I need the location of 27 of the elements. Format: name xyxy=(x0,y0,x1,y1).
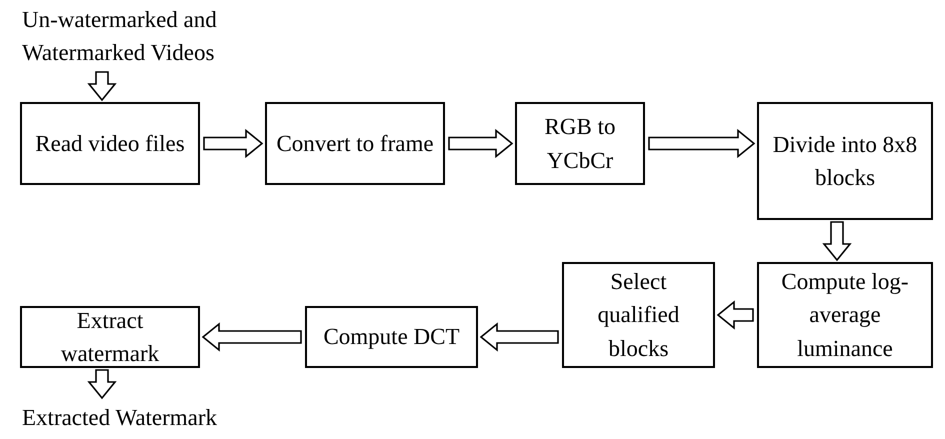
step-label: Read video files xyxy=(35,130,185,158)
block-arrow xyxy=(822,221,852,262)
io-label: Extracted Watermark xyxy=(22,400,262,436)
block-arrow xyxy=(87,71,117,102)
process-box xyxy=(515,102,645,185)
block-arrow xyxy=(87,369,117,400)
process-box xyxy=(20,306,200,368)
step-label: RGB to YCbCr xyxy=(544,113,616,174)
block-arrow xyxy=(202,322,302,352)
process-box xyxy=(265,102,445,185)
block-arrow xyxy=(716,300,754,330)
step-label: Convert to frame xyxy=(276,130,434,158)
step-label: Divide into 8x8 blocks xyxy=(772,130,918,192)
process-box xyxy=(562,262,715,368)
step-label: Select qualified blocks xyxy=(596,268,680,363)
process-box xyxy=(757,262,933,368)
step-label: Compute log-average luminance xyxy=(780,268,910,363)
step-label: Extract watermark xyxy=(60,306,160,368)
process-box xyxy=(757,102,933,220)
block-arrow xyxy=(203,128,264,158)
block-arrow xyxy=(648,128,756,158)
io-label: Un-watermarked and Watermarked Videos xyxy=(22,2,302,70)
block-arrow xyxy=(448,128,514,158)
process-box xyxy=(305,306,478,368)
process-box xyxy=(20,102,200,185)
step-label: Compute DCT xyxy=(323,323,460,352)
block-arrow xyxy=(480,322,559,352)
